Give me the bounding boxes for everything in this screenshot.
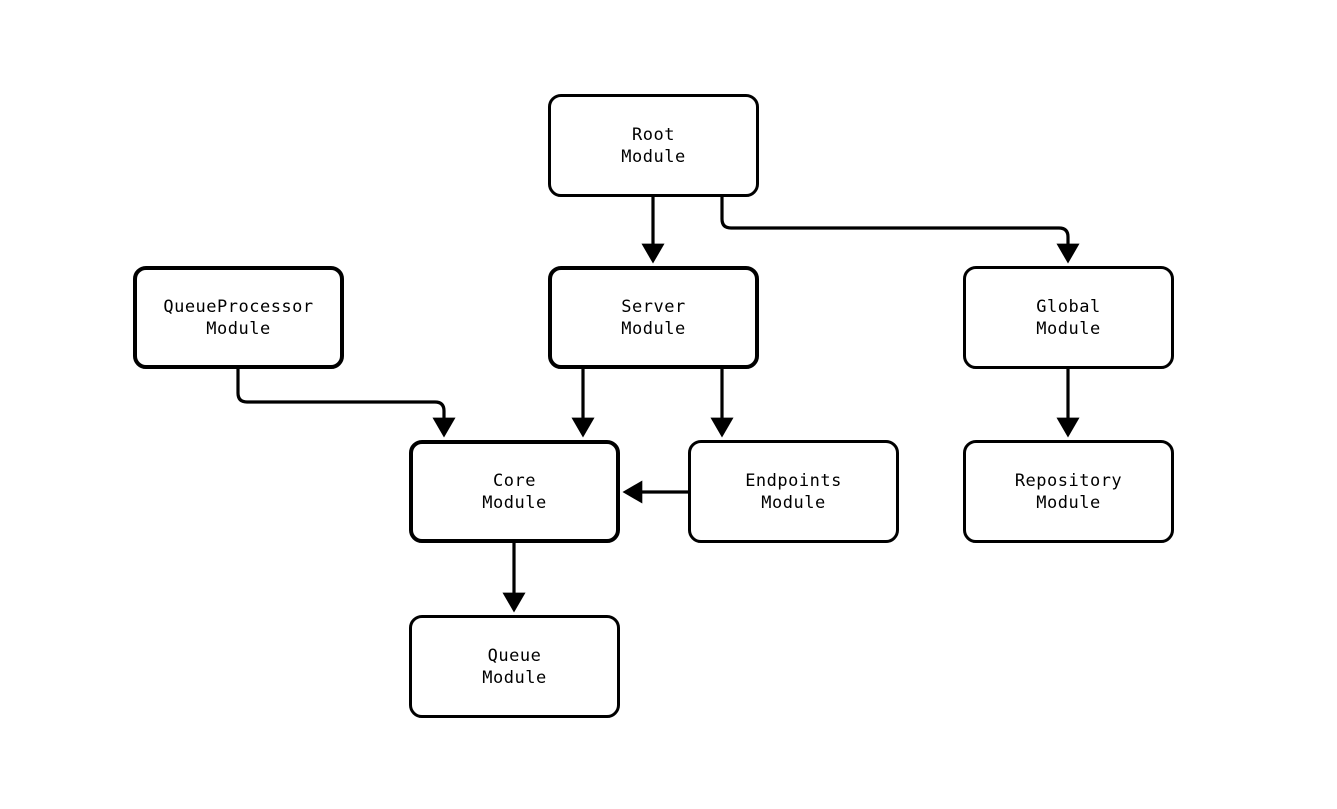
- node-label-secondary: Module: [1036, 492, 1101, 513]
- node-label-primary: Core: [493, 470, 536, 491]
- node-label-primary: Server: [621, 296, 686, 317]
- node-label-secondary: Module: [482, 667, 547, 688]
- node-label-secondary: Module: [621, 318, 686, 339]
- node-label-primary: Global: [1036, 296, 1101, 317]
- node-label-secondary: Module: [482, 492, 547, 513]
- node-label-primary: Queue: [487, 645, 542, 666]
- node-label-secondary: Module: [1036, 318, 1101, 339]
- node-label-secondary: Module: [206, 318, 271, 339]
- node-label-primary: QueueProcessor: [163, 296, 314, 317]
- node-label-primary: Endpoints: [745, 470, 842, 491]
- node-label-secondary: Module: [761, 492, 826, 513]
- edge-root-global: [720, 197, 1080, 264]
- node-label-secondary: Module: [621, 146, 686, 167]
- node-label-primary: Repository: [1014, 470, 1123, 491]
- edge-queueprocessor-core: [236, 369, 456, 438]
- node-label-primary: Root: [632, 124, 675, 145]
